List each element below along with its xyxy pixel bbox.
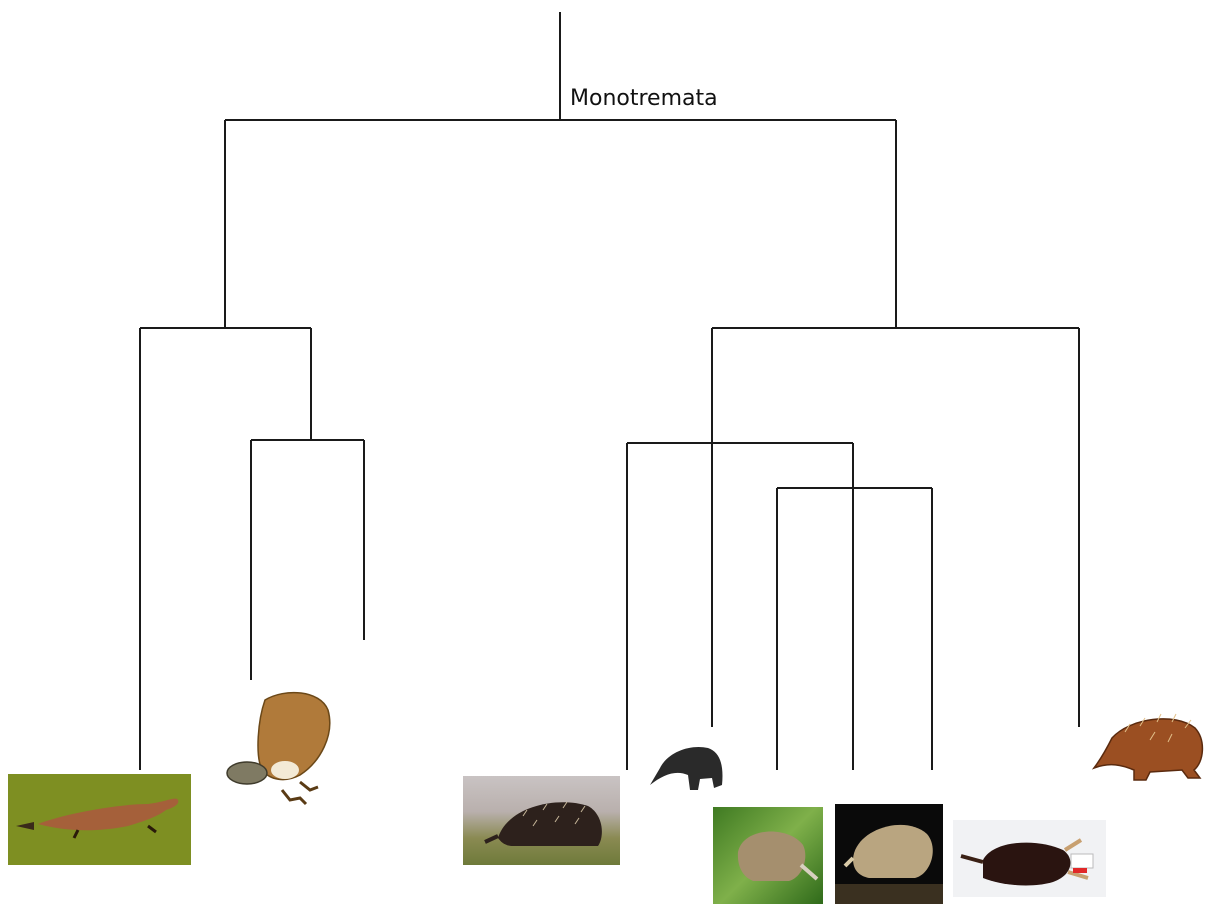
photo-long-beaked-echidna [713, 807, 823, 904]
photo-echidna-grass [463, 776, 620, 865]
photo-platypus-swimming [8, 774, 191, 865]
platypus-model-illustration [227, 693, 330, 804]
spiny-echidna-reconstruction-illustration [1094, 714, 1202, 780]
photo-museum-specimen [953, 820, 1106, 897]
clade-label-monotremata: Monotremata [570, 86, 718, 111]
photo-echidna-night [835, 804, 943, 904]
extinct-echidna-silhouette [650, 747, 722, 790]
